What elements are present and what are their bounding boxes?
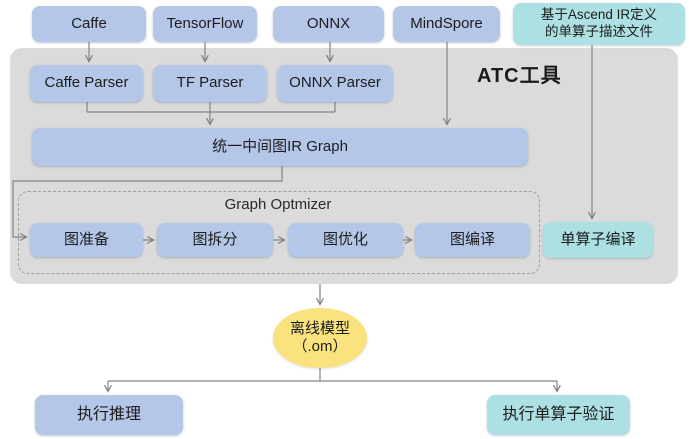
node-onnx-parser: ONNX Parser — [277, 65, 393, 102]
node-tf-parser: TF Parser — [153, 65, 267, 102]
node-graph-split-label: 图拆分 — [192, 230, 238, 248]
node-offline-model-line1: 离线模型 — [289, 320, 350, 337]
node-run-inference: 执行推理 — [35, 395, 183, 435]
node-offline-model-line2: （.om） — [292, 338, 348, 355]
node-onnx: ONNX — [273, 6, 384, 42]
node-tf-parser-label: TF Parser — [176, 74, 244, 92]
node-mindspore-label: MindSpore — [410, 14, 483, 32]
node-ir-graph-label: 统一中间图IR Graph — [212, 137, 348, 155]
node-tensorflow: TensorFlow — [153, 6, 257, 42]
node-graph-compile: 图编译 — [415, 223, 530, 257]
node-graph-prepare-label: 图准备 — [63, 230, 109, 248]
node-run-single-op-verify: 执行单算子验证 — [487, 395, 630, 435]
node-caffe: Caffe — [32, 6, 146, 42]
node-onnx-label: ONNX — [306, 14, 351, 32]
node-graph-compile-label: 图编译 — [449, 230, 495, 248]
node-caffe-label: Caffe — [71, 14, 107, 32]
atc-tool-title: ATC工具 — [477, 65, 562, 87]
node-caffe-parser-label: Caffe Parser — [44, 74, 129, 92]
node-op-desc-file-line1: 基于Ascend IR定义 — [540, 7, 658, 23]
node-mindspore: MindSpore — [393, 6, 500, 42]
node-op-desc-file: 基于Ascend IR定义 的单算子描述文件 — [513, 3, 685, 45]
node-offline-model: 离线模型 （.om） — [273, 308, 367, 368]
node-onnx-parser-label: ONNX Parser — [289, 74, 381, 92]
node-caffe-parser: Caffe Parser — [30, 65, 143, 102]
node-graph-prepare: 图准备 — [30, 223, 143, 257]
node-graph-optimize: 图优化 — [288, 223, 403, 257]
node-graph-split: 图拆分 — [157, 223, 273, 257]
node-op-desc-file-line2: 的单算子描述文件 — [545, 24, 653, 39]
node-run-single-op-verify-label: 执行单算子验证 — [502, 406, 615, 423]
node-ir-graph: 统一中间图IR Graph — [32, 128, 528, 166]
node-single-op-compile: 单算子编译 — [543, 222, 653, 258]
node-tensorflow-label: TensorFlow — [166, 14, 244, 32]
node-run-inference-label: 执行推理 — [76, 406, 141, 423]
graph-optimizer-label: Graph Optmizer — [224, 196, 332, 213]
node-graph-optimize-label: 图优化 — [322, 230, 368, 248]
node-single-op-compile-label: 单算子编译 — [560, 230, 636, 248]
